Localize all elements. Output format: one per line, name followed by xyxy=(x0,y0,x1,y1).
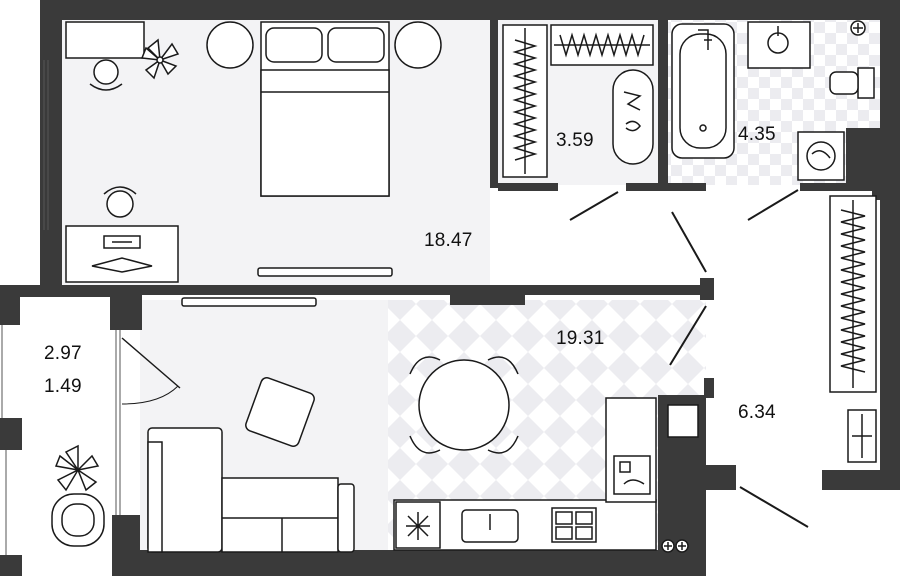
socket-icon xyxy=(675,539,689,553)
socket-icon xyxy=(661,539,675,553)
doors xyxy=(121,189,809,528)
desk-icon xyxy=(65,225,179,283)
kitchen-sink-icon xyxy=(461,509,519,543)
nightstand-lamp-left xyxy=(206,21,254,69)
hallway-area-label: 6.34 xyxy=(738,402,776,423)
windows xyxy=(1,60,121,555)
dressing-area-label: 3.59 xyxy=(556,130,594,151)
wall-top xyxy=(40,0,900,20)
living-kitchen-area-label: 19.31 xyxy=(556,328,605,349)
fridge-icon xyxy=(395,501,441,549)
wall-bottom xyxy=(112,550,686,576)
nightstand-lamp-right xyxy=(394,21,442,69)
wardrobe-icon xyxy=(829,195,877,393)
washing-machine-icon xyxy=(797,131,845,181)
plant-icon xyxy=(54,444,100,492)
kitchen-niche xyxy=(667,404,699,438)
ottoman-icon xyxy=(245,377,315,447)
wall-hall-bottom xyxy=(822,470,900,490)
oven-icon xyxy=(613,455,651,495)
wall-balcony-left-3 xyxy=(0,555,22,576)
wall-balcony-left xyxy=(0,285,20,325)
balcony-area-label: 2.97 xyxy=(44,343,82,364)
bedroom-furniture xyxy=(65,21,442,283)
wall-bath-right xyxy=(872,128,900,200)
toilet-icon xyxy=(829,67,875,99)
wall-mid-3 xyxy=(130,285,705,295)
hallway-furniture xyxy=(829,195,877,463)
wall-hall-entry xyxy=(706,465,736,490)
chair-icon xyxy=(89,59,123,91)
armchair-icon xyxy=(51,493,105,547)
dining-table-icon xyxy=(409,356,519,454)
bed-icon xyxy=(260,21,390,197)
wall-dress-bottom xyxy=(498,183,558,191)
balcony-area-reduced-label: 1.49 xyxy=(44,376,82,397)
socket-icon xyxy=(850,20,866,36)
chair-icon xyxy=(103,186,137,218)
wall-hall-right xyxy=(880,190,900,490)
tv-icon xyxy=(257,267,393,277)
wall-dress-bath xyxy=(658,20,668,188)
shoe-rack-icon xyxy=(847,409,877,463)
wall-mid-4 xyxy=(450,285,525,305)
stove-icon xyxy=(551,507,597,543)
sofa-icon xyxy=(147,427,355,553)
bathroom-fixtures xyxy=(671,20,875,181)
living-furniture xyxy=(147,297,699,553)
wall-left-bedroom xyxy=(40,0,62,286)
desk-top xyxy=(65,21,145,59)
tv-icon xyxy=(181,297,317,307)
bathroom-area-label: 4.35 xyxy=(738,124,776,145)
balcony-furniture xyxy=(51,444,105,547)
bathtub-icon xyxy=(671,23,735,159)
bedroom-area-label: 18.47 xyxy=(424,230,473,251)
plant-icon xyxy=(140,38,180,80)
wall-bed-dress xyxy=(490,20,498,188)
sink-icon xyxy=(747,21,811,69)
wardrobe-icon xyxy=(502,24,654,178)
wall-dress-bottom-2 xyxy=(626,183,706,191)
wall-balcony-left-2 xyxy=(0,418,22,450)
wall-kitchen-right-2 xyxy=(704,378,714,398)
wall-mid-stub xyxy=(700,278,714,300)
wall-mid-1 xyxy=(0,285,130,297)
